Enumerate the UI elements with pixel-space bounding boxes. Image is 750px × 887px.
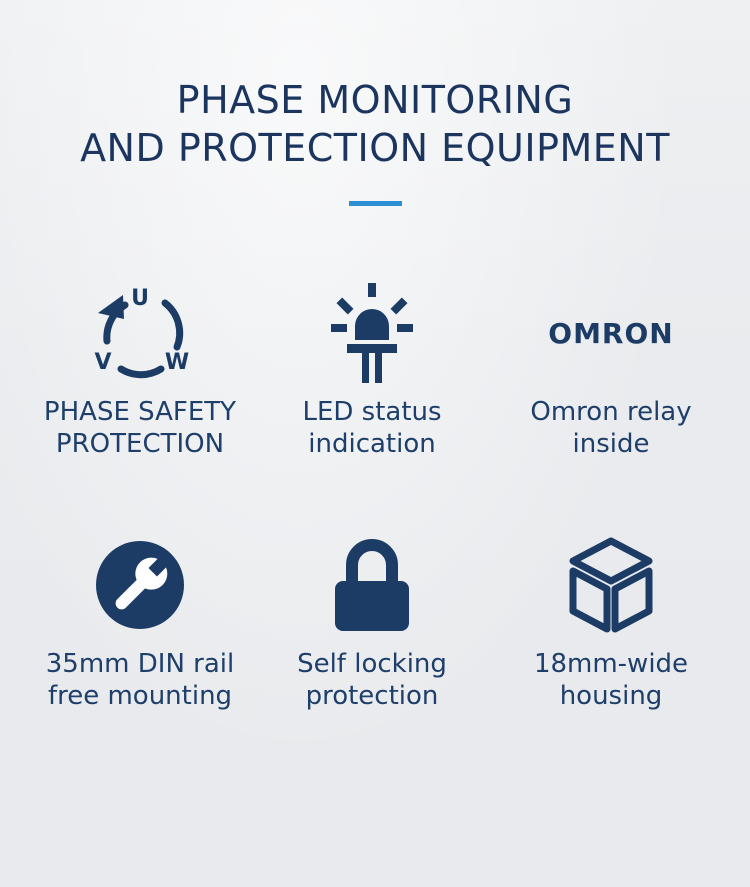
omron-logo: OMRON	[486, 278, 736, 388]
phase-letter-w: W	[165, 350, 189, 375]
feature-label: 18mm-wide housing	[486, 648, 736, 712]
title-line-2: AND PROTECTION EQUIPMENT	[80, 126, 670, 170]
feature-label: PHASE SAFETY PROTECTION	[15, 396, 265, 460]
feature-led-status: LED status indication	[247, 278, 497, 460]
feature-label-line1: 18mm-wide	[533, 649, 689, 679]
title-line-1: PHASE MONITORING	[176, 78, 574, 122]
title-divider	[349, 201, 402, 206]
feature-label-line2: inside	[572, 429, 650, 459]
feature-label-line1: 35mm DIN rail	[45, 649, 235, 679]
feature-label: LED status indication	[247, 396, 497, 460]
page-title: PHASE MONITORING AND PROTECTION EQUIPMEN…	[0, 76, 750, 172]
feature-label-line1: PHASE SAFETY	[43, 397, 237, 427]
phase-letter-u: U	[131, 286, 149, 311]
feature-label-line2: housing	[559, 681, 663, 711]
padlock-icon	[247, 530, 497, 640]
phase-letter-v: V	[94, 350, 111, 375]
feature-label: Self locking protection	[247, 648, 497, 712]
feature-label-line2: protection	[305, 681, 439, 711]
feature-din-rail: 35mm DIN rail free mounting	[15, 530, 265, 712]
feature-label-line1: Omron relay	[530, 397, 692, 427]
feature-label-line2: free mounting	[47, 681, 233, 711]
feature-housing: 18mm-wide housing	[486, 530, 736, 712]
feature-label-line2: indication	[308, 429, 436, 459]
wrench-icon	[15, 530, 265, 640]
feature-label-line1: Self locking	[297, 649, 447, 679]
led-light-icon	[247, 278, 497, 388]
feature-label-line1: LED status	[302, 397, 442, 427]
feature-label-line2: PROTECTION	[55, 429, 225, 459]
cube-icon	[486, 530, 736, 640]
feature-label: 35mm DIN rail free mounting	[15, 648, 265, 712]
omron-logo-text: OMRON	[548, 316, 674, 350]
feature-omron-relay: OMRON Omron relay inside	[486, 278, 736, 460]
phase-rotation-icon: U V W	[15, 278, 265, 388]
feature-label: Omron relay inside	[486, 396, 736, 460]
feature-self-locking: Self locking protection	[247, 530, 497, 712]
feature-phase-safety: U V W PHASE SAFETY PROTECTION	[15, 278, 265, 460]
